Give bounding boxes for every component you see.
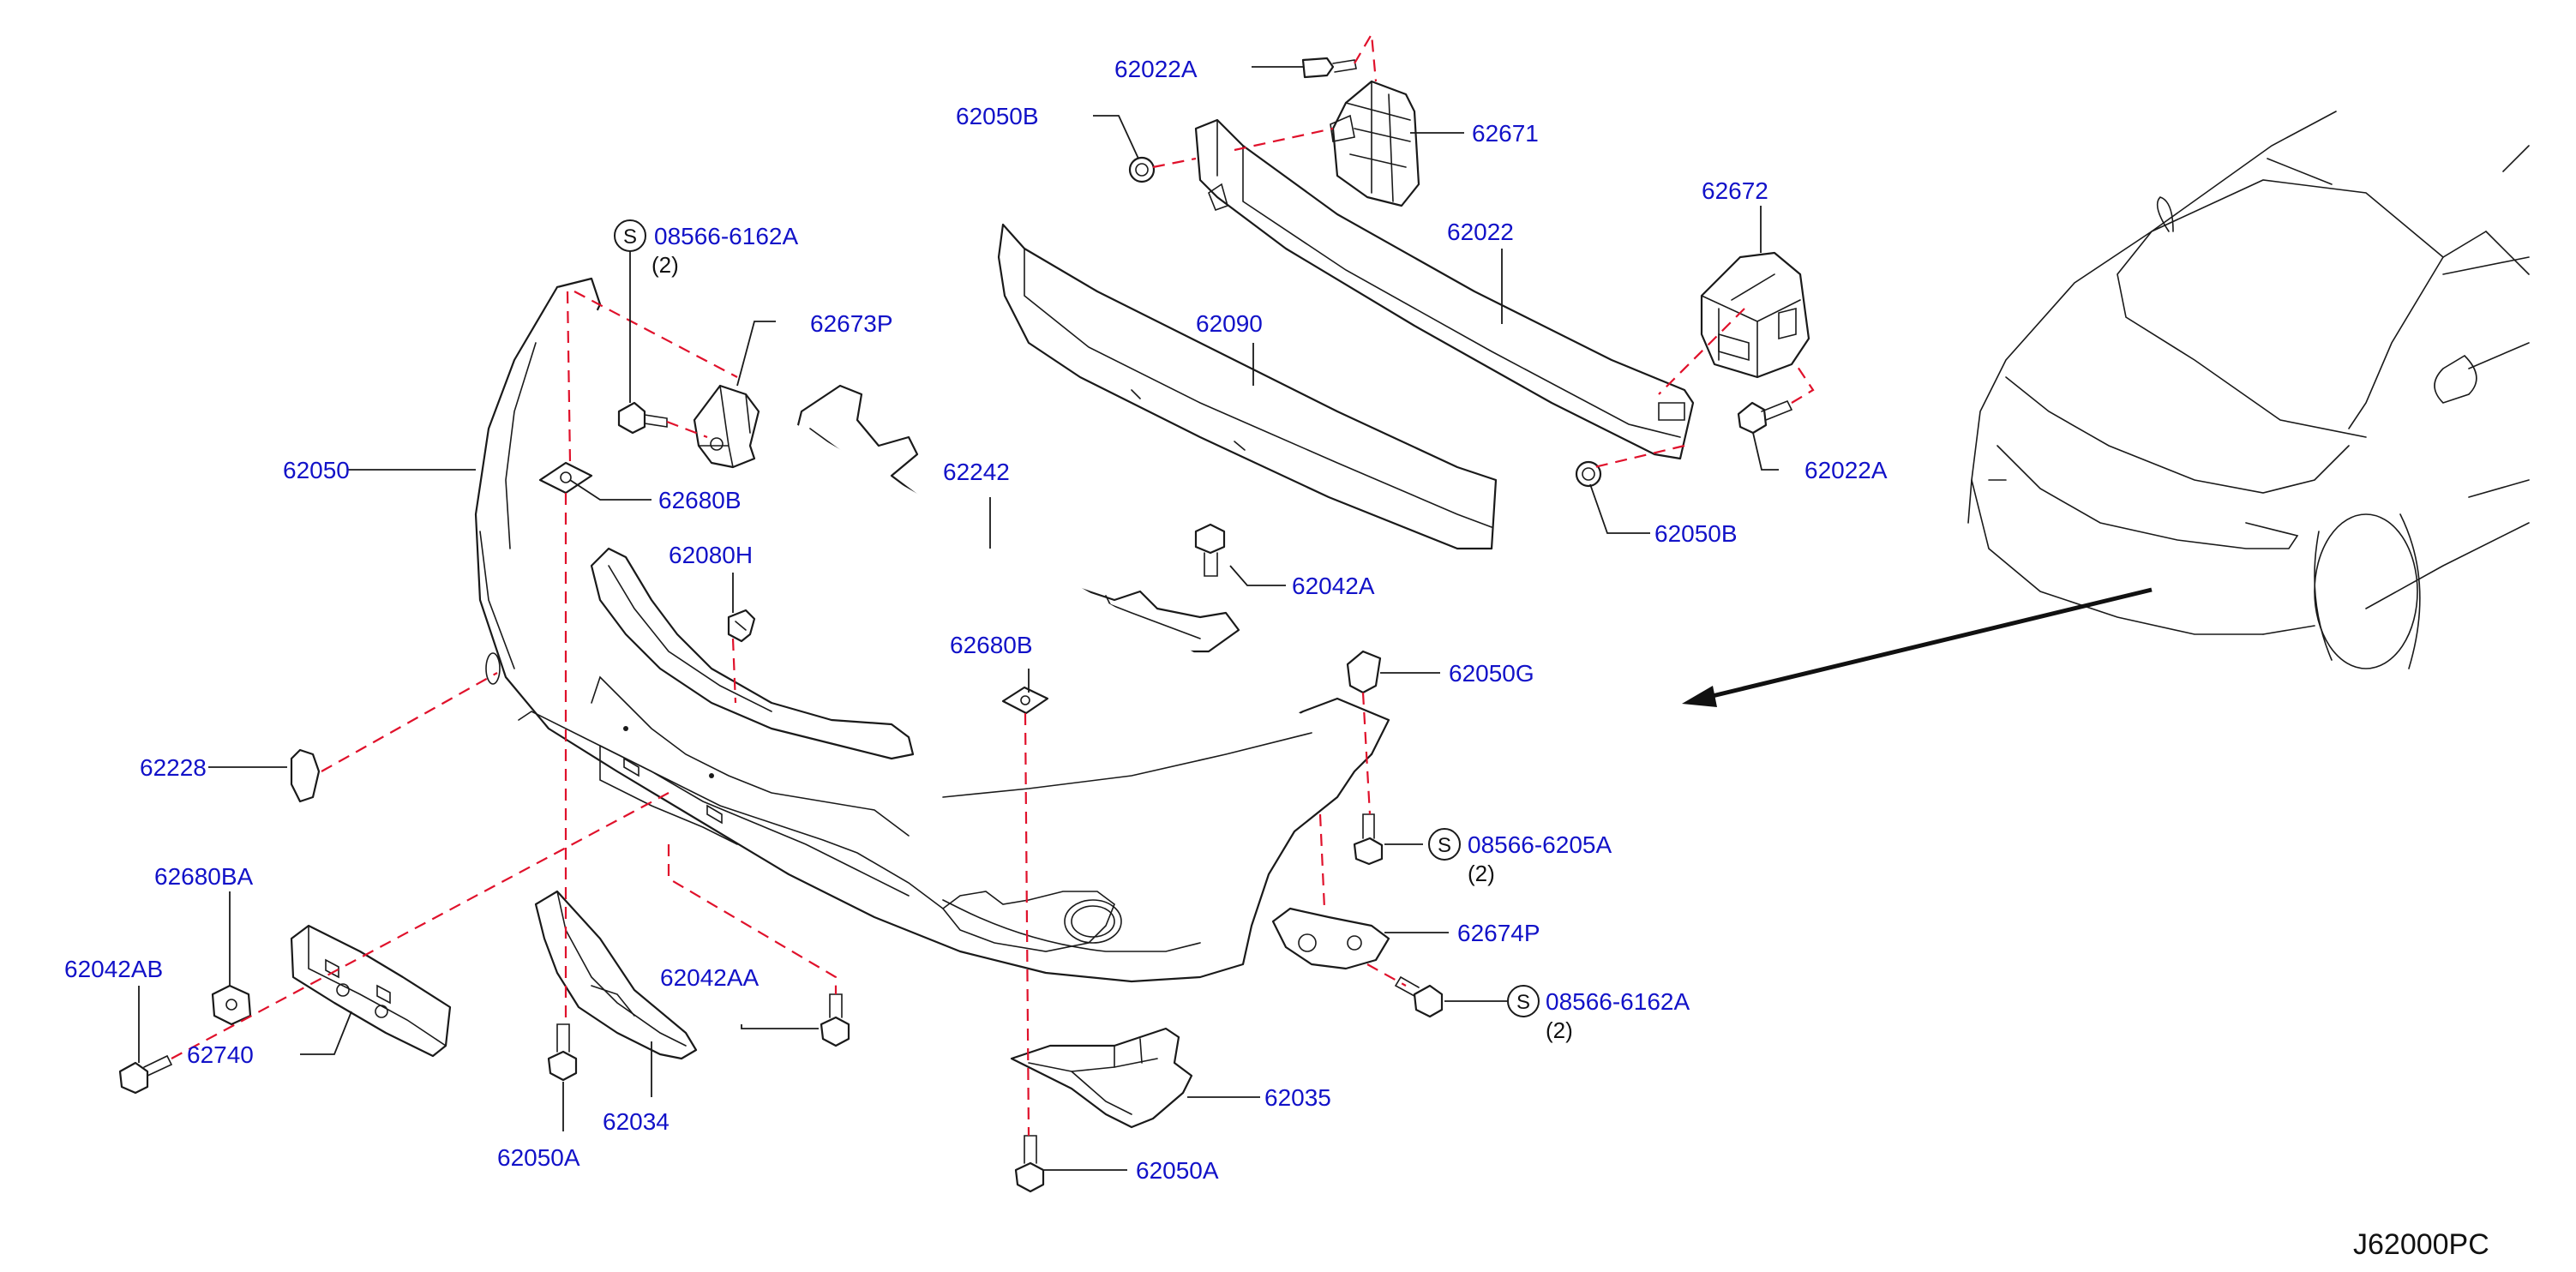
bolt-62042A (1194, 523, 1226, 577)
s-marker-text: S (1438, 834, 1451, 857)
s-marker-08566-6205A: S (1428, 828, 1461, 861)
label-62042AA: 62042AA (660, 964, 760, 991)
clip-62080H (727, 609, 756, 643)
label-62050G: 62050G (1449, 660, 1534, 687)
bumper-fascia-62050 (474, 277, 1390, 983)
label-62022: 62022 (1447, 219, 1514, 245)
s-marker-text: S (623, 225, 637, 249)
bolt-62022A-right (1737, 399, 1793, 435)
label-62080H: 62080H (669, 542, 753, 568)
label-62034: 62034 (603, 1108, 670, 1135)
bolt-08566-6205A (1353, 813, 1384, 866)
nut-62050B-right (1575, 460, 1602, 488)
diagram-code: J62000PC (2353, 1228, 2489, 1261)
part-labels: 62022A 62050B 62671 62022 62672 62090 62… (64, 56, 1888, 1184)
bracket-62673P (693, 384, 760, 469)
label-62042AB: 62042AB (64, 956, 163, 982)
qty-08566-6162A-top: (2) (652, 252, 679, 278)
bolt-62050A-left (547, 1023, 578, 1082)
label-62680B-mid: 62680B (950, 632, 1033, 658)
energy-absorber-62090 (997, 223, 1498, 550)
label-62228: 62228 (140, 754, 207, 781)
label-62242: 62242 (943, 459, 1010, 485)
bracket-62034 (534, 890, 698, 1060)
bolt-62050A-right (1014, 1135, 1045, 1193)
direction-arrow (1682, 587, 2153, 707)
label-62680B-top: 62680B (658, 487, 742, 513)
vehicle-silhouette (1967, 111, 2530, 669)
s-marker-08566-6162A-bottom: S (1507, 985, 1540, 1017)
qty-08566-6205A: (2) (1468, 861, 1495, 886)
nut-62680B-top (538, 461, 593, 495)
label-62672: 62672 (1702, 177, 1768, 204)
label-08566-6162A-top: 08566-6162A (654, 223, 798, 249)
label-08566-6205A: 08566-6205A (1468, 831, 1612, 858)
label-62042A: 62042A (1292, 573, 1375, 599)
bracket-62671 (1330, 80, 1420, 207)
label-62050B-top: 62050B (956, 103, 1039, 129)
license-bracket-62740 (290, 924, 452, 1058)
label-62674P: 62674P (1457, 920, 1540, 946)
bolt-62022A-top (1301, 57, 1357, 79)
label-62090: 62090 (1196, 310, 1263, 337)
s-marker-08566-6162A-top: S (614, 219, 646, 252)
label-62050A-right: 62050A (1136, 1157, 1219, 1184)
bumper-upper-rail (590, 547, 915, 760)
bolt-08566-6162A-bottom (1394, 975, 1444, 1018)
label-62050A-left: 62050A (497, 1144, 580, 1171)
s-marker-text: S (1516, 991, 1530, 1014)
label-62035: 62035 (1264, 1084, 1331, 1111)
label-62022A-top: 62022A (1114, 56, 1198, 82)
label-62740: 62740 (187, 1041, 254, 1068)
nut-62050B-top (1128, 156, 1156, 183)
reinforcement-beam-62022 (1194, 118, 1695, 460)
bracket-62674P (1271, 907, 1390, 970)
bracket-62672 (1700, 251, 1810, 379)
nut-62680B-mid (1001, 686, 1049, 715)
label-62671: 62671 (1472, 120, 1539, 147)
label-62050: 62050 (283, 457, 350, 483)
leader-lines (138, 66, 1779, 1171)
clip-62050G (1346, 650, 1382, 694)
cover-62228 (290, 748, 321, 803)
bracket-62035 (1010, 1027, 1193, 1129)
qty-08566-6162A-bottom: (2) (1546, 1017, 1573, 1043)
label-62680BA: 62680BA (154, 863, 254, 890)
bolt-62042AB (118, 1054, 173, 1095)
label-08566-6162A-bottom: 08566-6162A (1546, 988, 1690, 1015)
assembly-guides (171, 31, 1815, 1137)
label-62673P: 62673P (810, 310, 893, 337)
label-62050B-right: 62050B (1654, 520, 1738, 547)
label-62022A-right: 62022A (1804, 457, 1888, 483)
bolt-62042AA (820, 993, 850, 1047)
